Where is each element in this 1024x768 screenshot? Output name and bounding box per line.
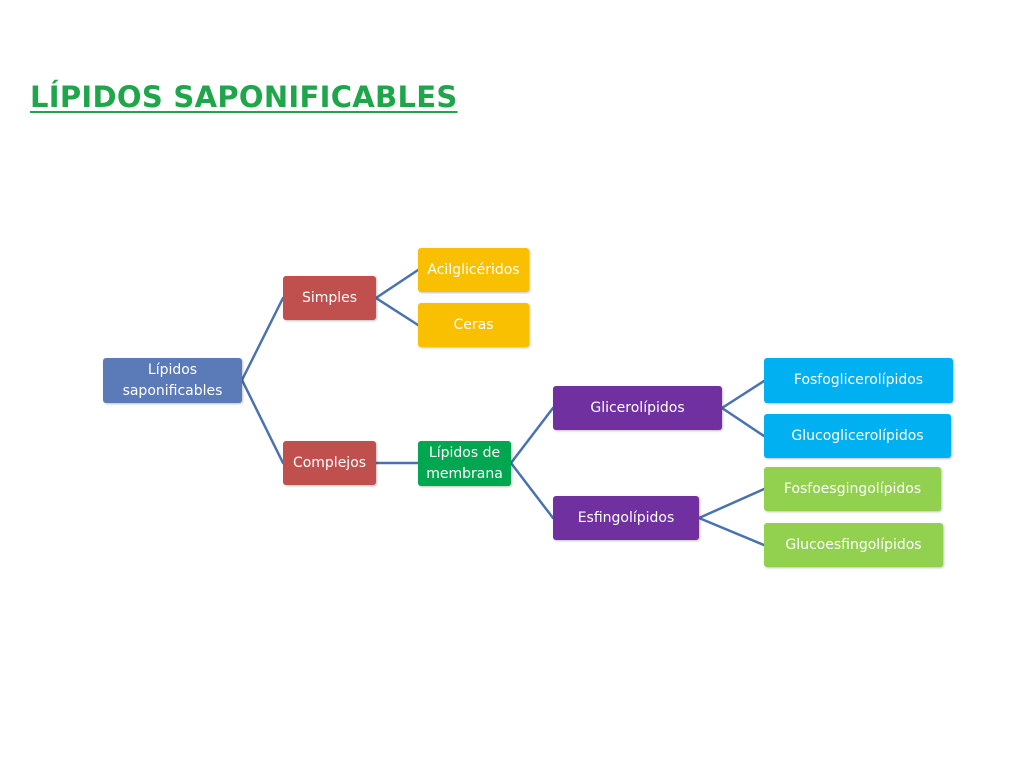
connector-glicero-glucoglicero	[720, 406, 766, 438]
node-acilgliceridos: Acilglicéridos	[418, 248, 529, 292]
node-label: Ceras	[453, 316, 494, 333]
node-fosfoglicerolipidos: Fosfoglicerolípidos	[764, 358, 953, 403]
node-label: Glucoesfingolípidos	[785, 536, 922, 553]
node-simples: Simples	[283, 276, 376, 320]
node-lipidos-saponificables: Lípidos saponificables	[103, 358, 242, 403]
connector-membrana-glicerolipidos	[509, 406, 555, 465]
connector-membrana-esfingolipidos	[509, 461, 555, 520]
connector-root-complejos	[240, 378, 285, 465]
node-label: Lípidos de membrana	[426, 445, 503, 482]
node-label: Glucoglicerolípidos	[791, 427, 924, 444]
node-label: Fosfoesgingolípidos	[783, 480, 922, 497]
node-glucoesfingolipidos: Glucoesfingolípidos	[764, 523, 943, 567]
connector-glicero-fosfoglicero	[720, 379, 766, 410]
connector-esfingo-fosfoesfingo	[697, 487, 766, 520]
connector-simples-ceras	[374, 296, 420, 327]
node-label: Lípidos saponificables	[122, 362, 223, 399]
node-label: Complejos	[292, 454, 367, 471]
connector-simples-acilgliceridos	[374, 268, 420, 300]
node-label: Glicerolípidos	[590, 399, 685, 416]
page-title: LÍPIDOS SAPONIFICABLES	[30, 80, 458, 114]
node-label: Fosfoglicerolípidos	[793, 372, 924, 389]
node-esfingolipidos: Esfingolípidos	[553, 496, 699, 540]
node-lipidos-de-membrana: Lípidos de membrana	[418, 441, 511, 486]
node-label: Acilglicéridos	[427, 261, 520, 278]
node-fosfoesfingolipidos: Fosfoesgingolípidos	[764, 467, 941, 511]
node-complejos: Complejos	[283, 441, 376, 485]
node-label: Simples	[301, 289, 358, 306]
node-glicerolipidos: Glicerolípidos	[553, 386, 722, 430]
connector-root-simples	[240, 296, 285, 382]
node-label: Esfingolípidos	[577, 509, 675, 526]
connector-esfingo-glucoesfingo	[697, 516, 766, 547]
node-glucoglicerolipidos: Glucoglicerolípidos	[764, 414, 951, 458]
node-ceras: Ceras	[418, 303, 529, 347]
